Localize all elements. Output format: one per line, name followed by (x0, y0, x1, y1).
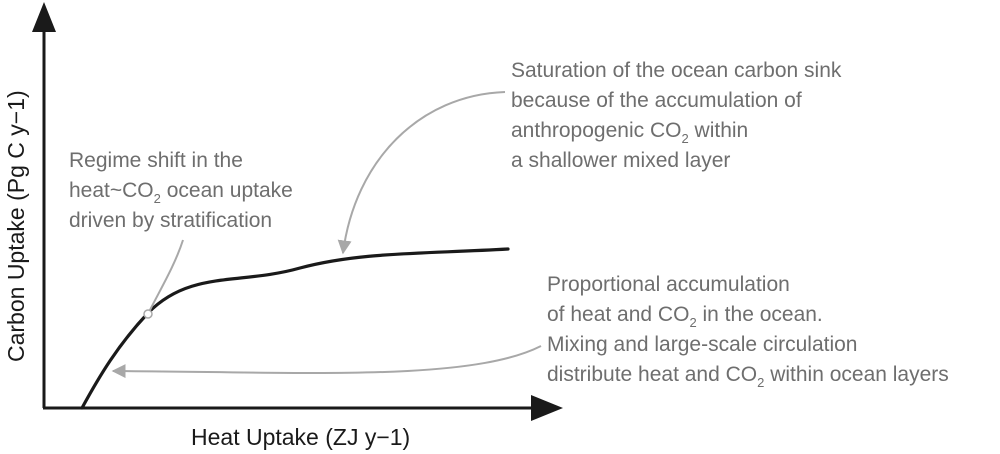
proportional-annotation: Proportional accumulation of heat and CO… (547, 273, 949, 390)
x-axis-arrowhead (531, 395, 563, 421)
y-axis-label: Carbon Uptake (Pg C y−1) (3, 90, 29, 362)
proportional-line-4-sub: 2 (757, 375, 764, 390)
saturation-line-3: anthropogenic CO2 within (511, 119, 748, 146)
saturation-line-1: Saturation of the ocean carbon sink (511, 59, 842, 82)
saturation-line-3-post: within (689, 119, 749, 142)
proportional-line-3: Mixing and large-scale circulation (547, 333, 857, 356)
regime-leader-line (149, 239, 184, 311)
proportional-line-2-pre: of heat and CO (547, 303, 689, 326)
regime-line-2-pre: heat~CO (69, 179, 154, 202)
proportional-line-2-post: in the ocean. (697, 303, 823, 326)
saturation-line-3-pre: anthropogenic CO (511, 119, 681, 142)
uptake-curve (80, 247, 510, 410)
regime-line-2-post: ocean uptake (161, 179, 293, 202)
saturation-line-2: because of the accumulation of (511, 89, 802, 112)
saturation-arrow (337, 91, 506, 255)
proportional-line-2-sub: 2 (689, 315, 696, 330)
y-axis-arrowhead (32, 2, 56, 32)
axes (32, 2, 563, 421)
saturation-annotation: Saturation of the ocean carbon sink beca… (511, 59, 842, 172)
proportional-arrow (111, 345, 542, 379)
proportional-line-1: Proportional accumulation (547, 273, 790, 296)
regime-line-2-sub: 2 (154, 191, 161, 206)
x-axis-label: Heat Uptake (ZJ y−1) (191, 424, 410, 450)
saturation-line-3-sub: 2 (681, 131, 688, 146)
regime-shift-point (143, 309, 153, 319)
proportional-line-4-post: within ocean layers (764, 363, 948, 386)
regime-line-1: Regime shift in the (69, 149, 243, 172)
proportional-line-2: of heat and CO2 in the ocean. (547, 303, 823, 330)
regime-annotation: Regime shift in the heat~CO2 ocean uptak… (69, 149, 293, 232)
regime-line-3: driven by stratification (69, 209, 272, 232)
regime-line-2: heat~CO2 ocean uptake (69, 179, 293, 206)
proportional-line-4: distribute heat and CO2 within ocean lay… (547, 363, 949, 390)
proportional-line-4-pre: distribute heat and CO (547, 363, 757, 386)
saturation-line-4: a shallower mixed layer (511, 149, 730, 172)
